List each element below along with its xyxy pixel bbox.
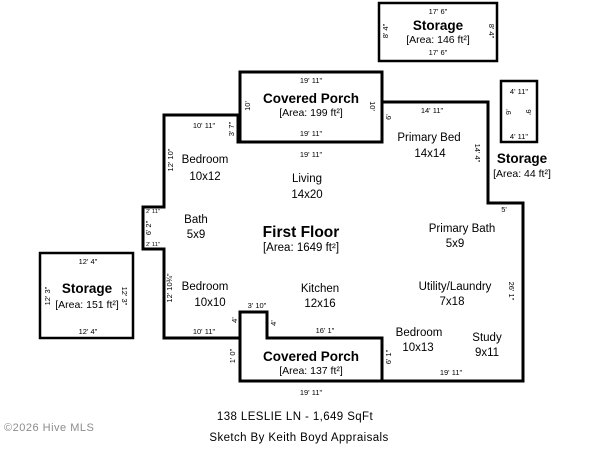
porch-top-area: [Area: 199 ft²] — [279, 107, 343, 119]
porch-top-label: Covered Porch — [263, 91, 359, 106]
storage-left-area: [Area: 151 ft²] — [55, 299, 119, 311]
room-bath-size: 5x9 — [187, 229, 206, 241]
storage-left-outline — [38, 251, 135, 340]
room-primary-bath-size: 5x9 — [446, 238, 465, 250]
room-bedroom2-size: 10x10 — [194, 297, 225, 309]
porch-top-dim-left: 10' — [243, 101, 252, 111]
dim-primary-bed-width: 14' 11" — [421, 106, 444, 115]
porch-top-dim-right: 10' — [368, 101, 377, 111]
storage-top-outline — [377, 1, 499, 63]
room-living-label: Living — [292, 173, 322, 185]
dim-notch-right-side: 4' — [269, 320, 278, 326]
dim-porch-left-side: 1' 0" — [228, 348, 237, 363]
dim-bottom-right-width: 19' 11" — [440, 368, 463, 377]
dim-bath-step-top: 2' 11" — [146, 209, 160, 215]
address-line: 138 LESLIE LN - 1,649 SqFt — [217, 411, 374, 423]
dim-bottom-left-width: 10' 11" — [193, 327, 216, 336]
storage-right-dim-bottom: 4' 11" — [510, 132, 528, 141]
room-bedroom1-label: Bedroom — [182, 154, 229, 166]
dim-notch-left-side: 4' — [230, 317, 239, 323]
dim-porch-wall-width: 19' 11" — [300, 150, 323, 159]
dim-porch-top-width: 16' 1" — [316, 326, 335, 335]
porch-bottom-area: [Area: 137 ft²] — [279, 365, 343, 377]
porch-bottom-label: Covered Porch — [263, 349, 359, 364]
dim-primary-bed-step: 6' — [384, 114, 393, 120]
room-bath-label: Bath — [184, 214, 208, 226]
dim-right-side: 26' 1" — [507, 282, 516, 301]
room-bedroom3-size: 10x13 — [402, 342, 433, 354]
dim-primary-bed-side: 14' 4" — [473, 144, 482, 163]
storage-top-dim-left: 8' 4" — [381, 23, 390, 38]
room-bedroom3-label: Bedroom — [396, 327, 443, 339]
first-floor-title: First Floor — [263, 224, 340, 241]
storage-left-dim-right: 12' 3" — [120, 287, 129, 306]
credit-line: Sketch By Keith Boyd Appraisals — [209, 432, 388, 444]
first-floor-area: [Area: 1649 ft²] — [263, 242, 339, 254]
storage-right-outline — [499, 79, 539, 144]
porch-bottom-dim-bottom: 19' 11" — [300, 388, 323, 397]
room-bedroom1-size: 10x12 — [189, 171, 220, 183]
room-primary-bed-size: 14x14 — [414, 148, 446, 160]
dim-top-left-width: 10' 11" — [193, 121, 216, 130]
covered-porch-top-outline — [238, 70, 384, 144]
dim-right-step: 5' — [501, 205, 507, 214]
storage-top-area: [Area: 146 ft²] — [406, 34, 470, 46]
dim-bath-step-bottom: 2' 11" — [146, 242, 160, 248]
storage-right-dim-top: 4' 11" — [510, 87, 528, 96]
dim-notch-width: 3' 10" — [248, 301, 267, 310]
room-kitchen-label: Kitchen — [301, 283, 339, 295]
room-primary-bath-label: Primary Bath — [429, 223, 495, 235]
dim-top-left-step: 3' 7" — [227, 121, 236, 136]
storage-right-dim-right: 9' — [524, 109, 533, 115]
storage-top-dim-bottom: 17' 6" — [429, 48, 448, 57]
storage-left-dim-left: 12' 3" — [43, 286, 52, 305]
storage-left-label: Storage — [62, 281, 113, 296]
dim-left-lower-side: 12' 10¾" — [165, 273, 174, 302]
room-living-size: 14x20 — [291, 189, 322, 201]
storage-top-label: Storage — [413, 18, 464, 33]
storage-left-dim-bottom: 12' 4" — [79, 327, 98, 336]
storage-right-dim-left: 9' — [504, 109, 513, 115]
storage-right-label: Storage — [497, 151, 548, 166]
covered-porch-bottom-outline — [238, 310, 384, 383]
room-study-label: Study — [472, 332, 502, 344]
dim-porch-right-side: 6' 1" — [384, 349, 393, 364]
dim-bath-side: 6' 2" — [144, 220, 153, 235]
storage-left-dim-top: 12' 4" — [79, 257, 98, 266]
porch-top-dim-top: 19' 11" — [300, 76, 323, 85]
mls-watermark: ©2026 Hive MLS — [4, 422, 94, 434]
porch-top-dim-bottom: 19' 11" — [300, 129, 323, 138]
storage-right-area: [Area: 44 ft²] — [493, 168, 551, 180]
room-utility-size: 7x18 — [440, 296, 465, 308]
storage-top-dim-top: 17' 6" — [429, 7, 448, 16]
room-study-size: 9x11 — [475, 347, 499, 359]
dim-left-upper-side: 12' 10" — [166, 148, 175, 171]
room-bedroom2-label: Bedroom — [182, 281, 229, 293]
room-kitchen-size: 12x16 — [304, 298, 335, 310]
room-utility-label: Utility/Laundry — [419, 281, 492, 293]
storage-top-dim-right: 8' 4" — [487, 24, 496, 39]
room-primary-bed-label: Primary Bed — [397, 132, 460, 144]
